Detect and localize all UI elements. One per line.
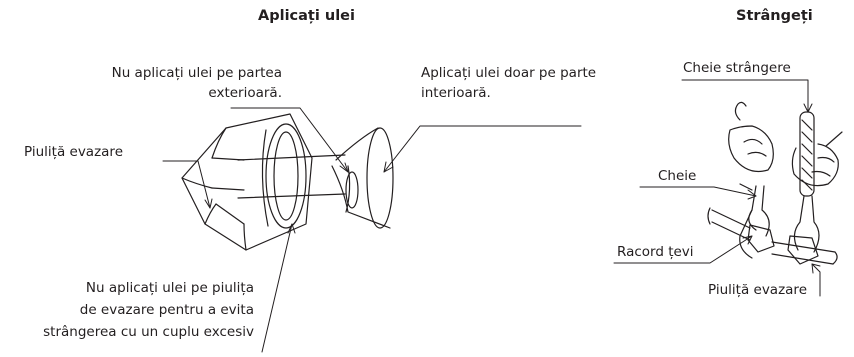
- leader-lines-left: [162, 107, 582, 353]
- label-no-oil-nut-line3: strângerea cu un cuplu excesiv: [43, 324, 254, 340]
- flare-nut-illustration: [181, 113, 313, 251]
- label-no-oil-nut-line1: Nu aplicați ulei pe piulița: [85, 280, 254, 296]
- label-no-oil-nut-line2: de evazare pentru a evita: [79, 302, 254, 318]
- label-flare-nut-right: Piuliță evazare: [708, 282, 807, 298]
- label-no-oil-outside-line2: exterioară.: [208, 85, 282, 101]
- label-oil-inside-line1: Aplicați ulei doar pe parte: [421, 65, 597, 81]
- label-spanner: Cheie: [658, 168, 697, 184]
- label-torque-wrench: Cheie strângere: [683, 60, 791, 76]
- pipe-illustration: [237, 154, 346, 199]
- label-oil-inside-line2: interioară.: [421, 85, 491, 101]
- flare-cone-illustration: [331, 127, 394, 229]
- heading-tighten: Strângeți: [736, 8, 813, 24]
- label-flare-nut-left: Piuliță evazare: [24, 144, 123, 160]
- heading-apply-oil: Aplicați ulei: [258, 8, 355, 24]
- label-no-oil-outside-line1: Nu aplicați ulei pe partea: [111, 65, 282, 81]
- label-pipe-union: Racord țevi: [617, 244, 694, 260]
- tightening-illustration: [707, 101, 843, 265]
- leader-lines-right: [613, 79, 821, 297]
